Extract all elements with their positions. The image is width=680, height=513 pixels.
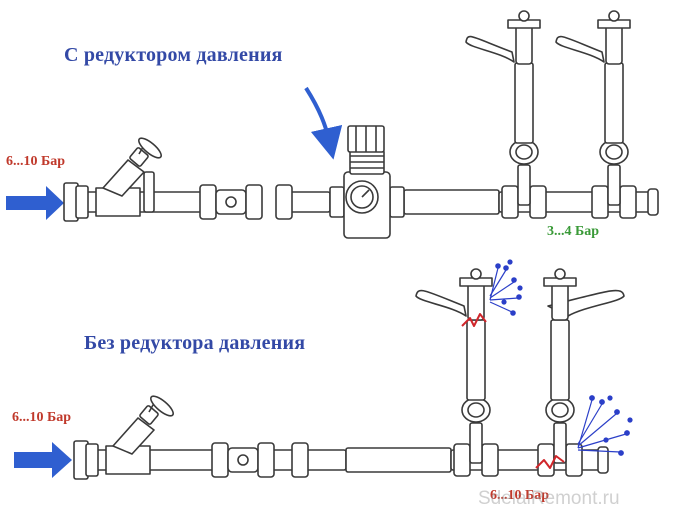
- union-nut: [85, 443, 99, 477]
- tap-1: [415, 268, 499, 477]
- gate-valve: [105, 395, 174, 475]
- watermark: SdelaiRemont.ru: [478, 488, 620, 509]
- union-nut: [75, 185, 89, 219]
- title-with-reducer: С редуктором давления: [64, 44, 283, 66]
- gate-valve: [95, 137, 162, 217]
- inlet-pressure-label: 6...10 Бар: [6, 154, 66, 169]
- tap-1: [465, 10, 547, 219]
- tap-2: [555, 10, 637, 219]
- water-spray: [489, 259, 523, 316]
- coupling: [245, 184, 263, 220]
- pipe-end-cap: [647, 188, 659, 216]
- coupling: [275, 184, 293, 220]
- pipe-end-cap: [597, 446, 609, 474]
- scheme-with-reducer: [6, 10, 659, 239]
- outlet-pressure-label: 3...4 Бар: [547, 224, 600, 239]
- leak-mark: [461, 313, 487, 327]
- coupling: [257, 442, 275, 478]
- coupling: [199, 184, 217, 220]
- water-spray: [577, 395, 633, 456]
- outlet-pressure-label: 6...10 Бар: [490, 488, 550, 503]
- inlet-pressure-label: 6...10 Бар: [12, 410, 72, 425]
- scheme-without-reducer: [14, 259, 633, 480]
- coupling: [291, 442, 309, 478]
- inlet-arrow: [6, 186, 64, 220]
- pointer-arrow: [304, 86, 343, 160]
- inlet-arrow: [14, 442, 72, 478]
- pipe-segment: [403, 189, 500, 215]
- pipe-segment: [289, 191, 331, 213]
- pipe-segment: [345, 447, 452, 473]
- pressure-reducer: [329, 125, 405, 239]
- coupling: [211, 442, 229, 478]
- tap-2: [537, 268, 625, 477]
- title-without-reducer: Без редуктора давления: [84, 332, 306, 354]
- leak-mark: [535, 455, 565, 469]
